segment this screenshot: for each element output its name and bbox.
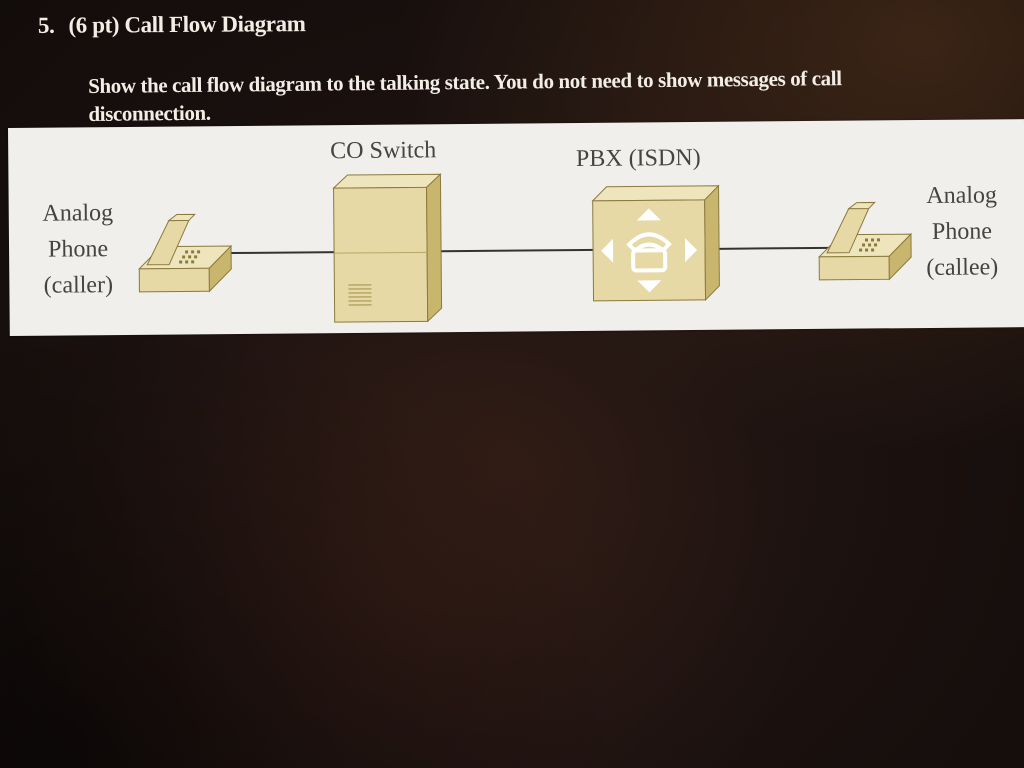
co-switch-cabinet-icon — [332, 173, 443, 323]
callee-label-line2: Phone — [931, 218, 993, 245]
callee-label-line1: Analog — [926, 182, 998, 209]
caller-label: Analog Phone (caller) — [23, 195, 134, 304]
question-number: 5. — [37, 12, 55, 38]
caller-telephone-icon — [138, 213, 233, 293]
pbx-arrow-left-icon — [601, 238, 614, 263]
link-pbx-to-callee — [717, 246, 832, 250]
call-flow-diagram-panel: Analog Phone (caller) CO Switch PBX (ISD… — [8, 119, 1024, 336]
caller-label-line1: Analog — [42, 200, 114, 227]
link-co-switch-to-pbx — [441, 248, 600, 253]
callee-label-line3: (callee) — [926, 254, 999, 281]
caller-label-line2: Phone — [47, 236, 109, 263]
pbx-arrow-right-icon — [684, 238, 698, 263]
co-switch-label: CO Switch — [308, 132, 458, 169]
question-title: (6 pt) Call Flow Diagram — [68, 11, 306, 38]
co-switch-label-text: CO Switch — [330, 137, 437, 165]
question-prompt: Show the call flow diagram to the talkin… — [88, 63, 989, 128]
pbx-arrow-up-icon — [636, 208, 661, 221]
callee-telephone-icon — [817, 201, 913, 281]
pbx-icon — [591, 184, 720, 302]
link-caller-to-co-switch — [231, 251, 340, 255]
diagram-canvas — [138, 173, 913, 323]
pbx-arrow-down-icon — [637, 280, 662, 293]
pbx-label-text: PBX (ISDN) — [575, 144, 701, 173]
callee-label: Analog Phone (callee) — [906, 177, 1017, 286]
caller-label-line3: (caller) — [43, 272, 114, 299]
pbx-label: PBX (ISDN) — [548, 140, 728, 178]
question-heading: 5. (6 pt) Call Flow Diagram — [38, 11, 306, 39]
